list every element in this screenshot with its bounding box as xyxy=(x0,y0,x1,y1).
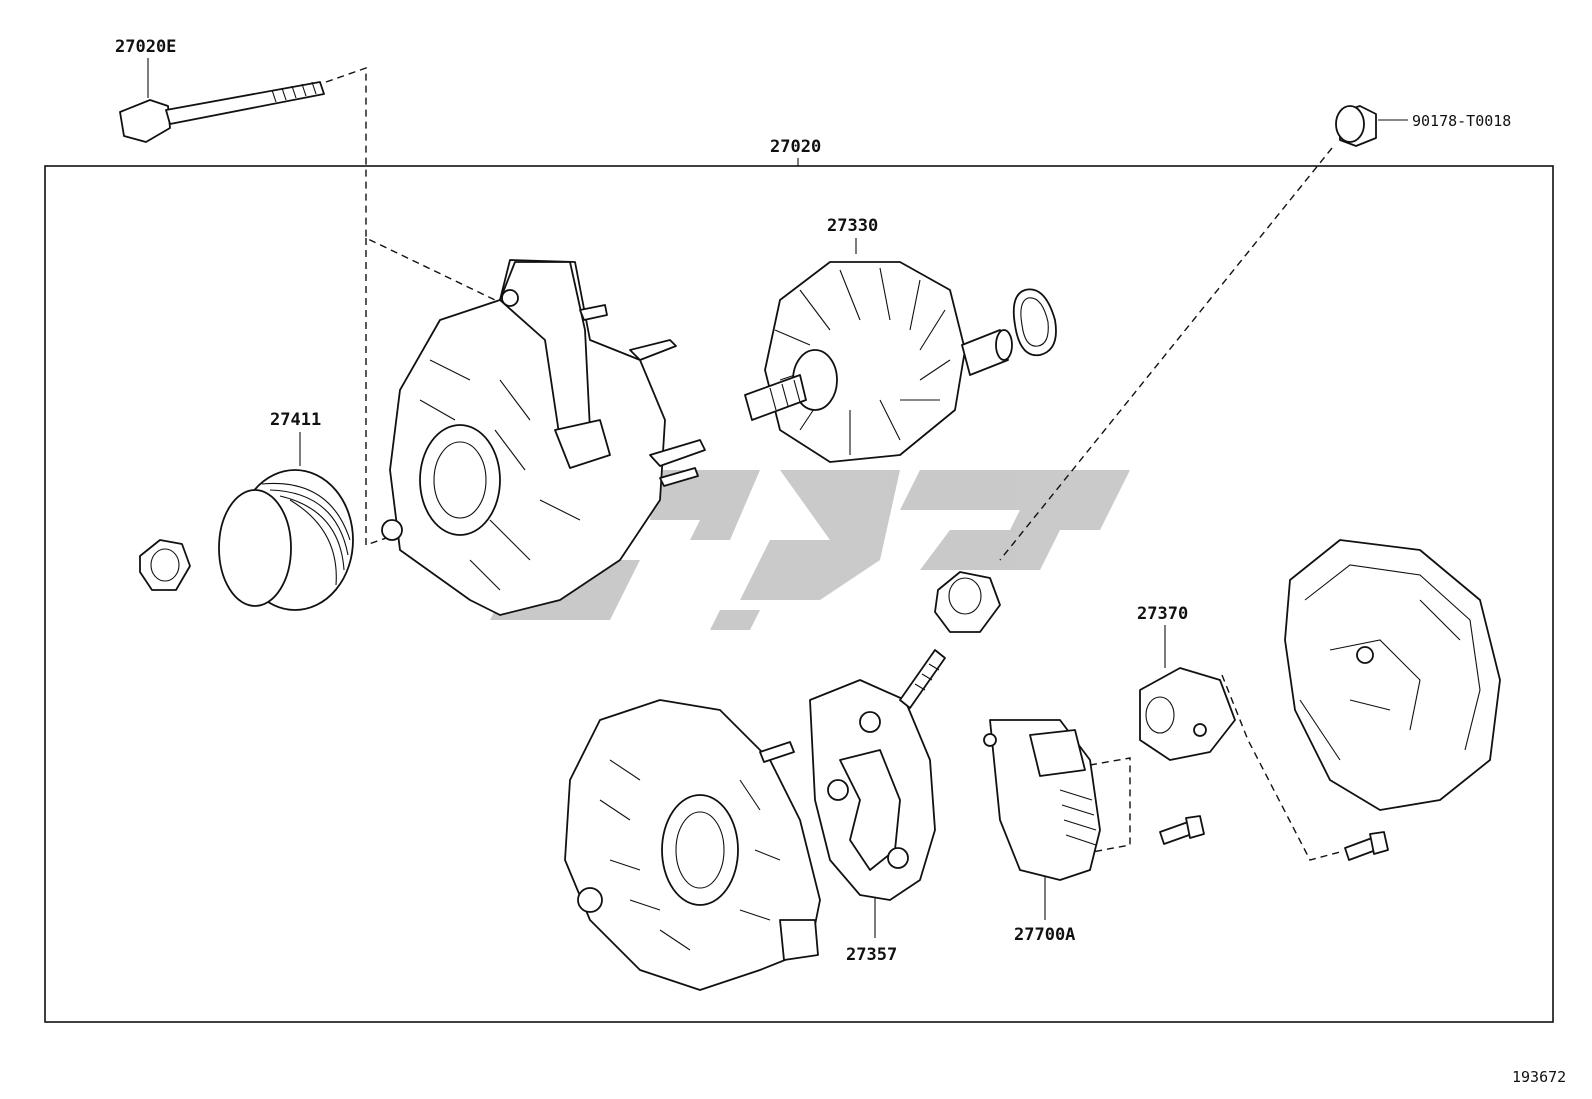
rectifier-part xyxy=(809,649,946,901)
rear-cover-part xyxy=(1284,539,1501,811)
label-assembly: 27020 xyxy=(770,137,821,157)
bearing-collar-part xyxy=(934,571,1001,633)
nut-cap-part xyxy=(1335,105,1377,147)
label-rectifier: 27357 xyxy=(846,945,897,965)
rear-end-frame-part xyxy=(564,699,821,991)
brush-holder-part xyxy=(1139,667,1236,761)
drive-end-frame-part xyxy=(381,259,706,616)
label-bolt: 27020E xyxy=(115,37,176,57)
pulley-part xyxy=(218,469,354,611)
through-bolt-part xyxy=(119,81,325,143)
label-brush-holder: 27370 xyxy=(1137,604,1188,624)
cover-screw-part xyxy=(1344,831,1389,861)
regulator-part xyxy=(983,719,1101,881)
label-pulley: 27411 xyxy=(270,410,321,430)
label-nut-cap: 90178-T0018 xyxy=(1412,112,1511,130)
label-rotor: 27330 xyxy=(827,216,878,236)
label-regulator: 27700A xyxy=(1014,925,1075,945)
pulley-nut-part xyxy=(139,539,191,591)
regulator-screw-part xyxy=(1159,815,1205,845)
assembly-frame xyxy=(44,165,1554,1023)
figure-number: 193672 xyxy=(1512,1068,1566,1086)
rotor-part xyxy=(744,261,1057,463)
